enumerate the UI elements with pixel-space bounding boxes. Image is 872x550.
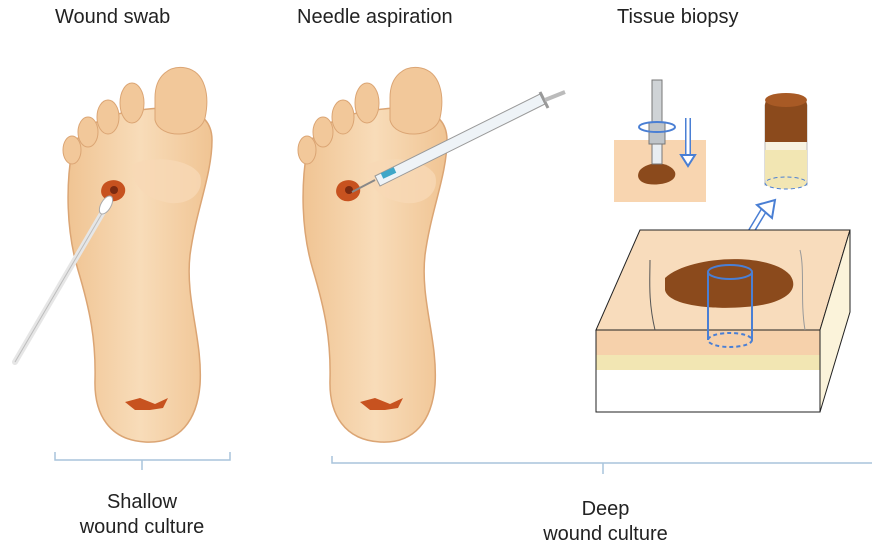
caption-shallow-line1: Shallow — [62, 490, 222, 515]
caption-deep-line1: Deep — [518, 497, 693, 522]
foot-swab — [15, 67, 212, 442]
tissue-biopsy — [596, 80, 850, 412]
big-toe — [155, 67, 207, 134]
toe-4 — [78, 117, 98, 147]
caption-shallow-line2: wound culture — [62, 515, 222, 540]
toe-5 — [63, 136, 81, 164]
core-sample — [765, 93, 807, 189]
caption-deep: Deep wound culture — [518, 497, 693, 547]
foot-aspiration — [298, 67, 565, 442]
caption-deep-line2: wound culture — [518, 522, 693, 547]
punch-handle — [652, 80, 662, 125]
toe-3 — [97, 100, 119, 134]
toe-2 — [120, 83, 144, 123]
caption-shallow: Shallow wound culture — [62, 490, 222, 540]
bracket-deep — [332, 456, 872, 474]
skin-block — [596, 230, 850, 412]
bracket-shallow — [55, 452, 230, 470]
